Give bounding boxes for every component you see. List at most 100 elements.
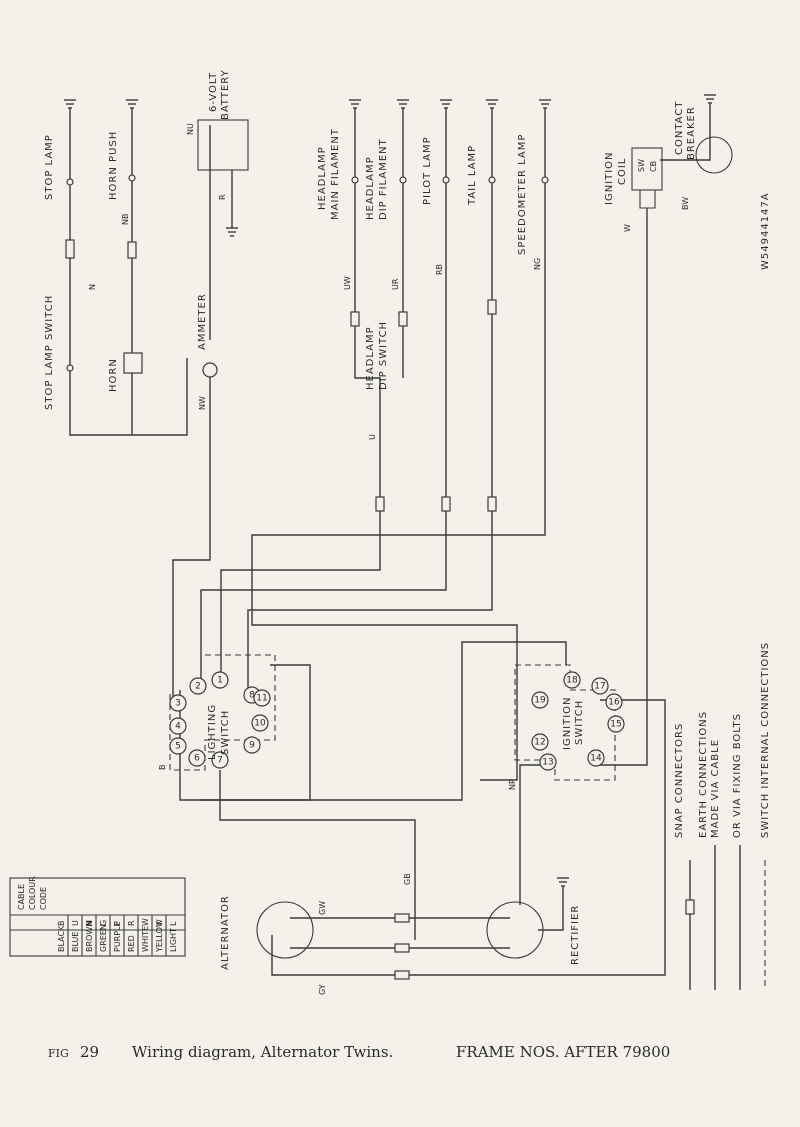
svg-text:15: 15 <box>610 720 621 730</box>
wire-label-nw: NW <box>198 396 207 410</box>
svg-text:17: 17 <box>594 682 605 692</box>
svg-text:6: 6 <box>194 754 200 764</box>
lighting-terminal-7: 7 <box>211 751 229 769</box>
battery-circuit <box>172 119 249 700</box>
svg-text:14: 14 <box>590 754 602 764</box>
wire-label-bw: BW <box>681 197 690 210</box>
label-horn-push: HORN PUSH <box>108 131 119 200</box>
label-lighting-switch-2: SWITCH <box>220 710 231 755</box>
wire-label-gy: GY <box>318 984 327 995</box>
legend-snap-connectors: SNAP CONNECTORS <box>674 723 685 838</box>
label-coil-sw: SW <box>637 159 646 172</box>
cable-colour-code-table <box>9 877 186 957</box>
svg-text:13: 13 <box>542 758 553 768</box>
headlamp-circuit <box>220 108 408 680</box>
wire-label-np: NP <box>508 779 517 790</box>
caption-fig-label: FIG <box>48 1047 69 1060</box>
label-rectifier: RECTIFIER <box>570 905 581 965</box>
pilot-lamp-circuit <box>200 108 451 680</box>
label-contact-breaker-2: BREAKER <box>686 106 697 160</box>
alternator-rectifier <box>256 886 564 980</box>
label-headlamp-dip-2: DIP FILAMENT <box>378 138 389 220</box>
wire-label-nu: NU <box>186 123 195 135</box>
label-headlamp-main-1: HEADLAMP <box>317 146 328 210</box>
legend-symbols <box>685 845 766 990</box>
label-ignition-coil-1: IGNITION <box>604 151 615 205</box>
lighting-terminal-9: 9 <box>243 736 261 754</box>
colour-code-letter-U: U <box>71 920 80 926</box>
lighting-terminal-2: 2 <box>189 677 207 695</box>
svg-text:5: 5 <box>175 742 181 752</box>
label-ignition-switch-2: SWITCH <box>574 700 585 745</box>
ignition-terminal-19: 19 <box>531 691 549 709</box>
colour-code-letter-N: N <box>85 920 94 926</box>
label-dip-switch-1: HEADLAMP <box>365 326 376 390</box>
legend-text: SNAP CONNECTORS EARTH CONNECTIONS MADE V… <box>674 642 771 838</box>
component-labels: STOP LAMP HORN PUSH 6-VOLT BATTERY HEADL… <box>44 69 771 970</box>
svg-text:19: 19 <box>534 696 546 706</box>
speedometer-lamp-circuit <box>251 108 549 781</box>
label-headlamp-dip-1: HEADLAMP <box>365 156 376 220</box>
svg-text:10: 10 <box>254 719 266 729</box>
wire-label-nb: NB <box>121 214 130 225</box>
legend-earth-connections-1: EARTH CONNECTIONS <box>698 711 709 838</box>
colour-code-title-2: CODE <box>39 887 48 910</box>
svg-text:1: 1 <box>217 676 223 686</box>
svg-text:11: 11 <box>256 694 267 704</box>
label-dip-switch-2: DIP SWITCH <box>378 321 389 390</box>
lighting-terminal-10: 10 <box>251 714 269 732</box>
wire-label-gb: GB <box>403 873 412 885</box>
label-battery-2: BATTERY <box>220 69 231 120</box>
colour-code-letter-W: W <box>141 918 150 926</box>
lighting-terminal-5: 5 <box>169 737 187 755</box>
figure-caption: FIG 29 Wiring diagram, Alternator Twins.… <box>48 1043 670 1061</box>
colour-code-name-R: RED <box>127 935 136 952</box>
colour-code-letter-G: G <box>99 920 108 926</box>
lighting-terminal-11: 11 <box>253 689 271 707</box>
svg-text:18: 18 <box>566 676 578 686</box>
wire-label-ur: UR <box>391 278 400 290</box>
label-stop-lamp-switch: STOP LAMP SWITCH <box>44 295 55 410</box>
svg-text:9: 9 <box>249 741 255 751</box>
legend-switch-internal: SWITCH INTERNAL CONNECTIONS <box>760 642 771 838</box>
legend-earth-connections-2: MADE VIA CABLE <box>710 739 721 838</box>
label-ammeter: AMMETER <box>197 293 208 350</box>
caption-fig-number: 29 <box>80 1043 99 1061</box>
colour-code-letter-B: B <box>57 921 66 927</box>
stop-lamp-circuit <box>65 108 188 436</box>
lighting-terminal-1: 1 <box>211 671 229 689</box>
colour-code-name-L: LIGHT <box>169 928 178 952</box>
wire-label-n: N <box>88 284 97 290</box>
caption-title: Wiring diagram, Alternator Twins. <box>132 1043 393 1061</box>
svg-text:7: 7 <box>217 756 223 766</box>
svg-text:2: 2 <box>195 682 201 692</box>
colour-code-name-G: GREEN <box>99 924 108 952</box>
label-ignition-switch-1: IGNITION <box>562 696 573 750</box>
ignition-terminal-17: 17 <box>591 677 609 695</box>
label-alternator: ALTERNATOR <box>220 895 231 970</box>
wire-label-uw: UW <box>343 276 352 290</box>
colour-code-letter-P: P <box>113 921 122 926</box>
svg-text:16: 16 <box>608 698 620 708</box>
label-coil-cb: CB <box>649 161 658 172</box>
wire-label-r: R <box>218 194 227 200</box>
lighting-terminal-4: 4 <box>169 717 187 735</box>
label-speedometer-lamp: SPEEDOMETER LAMP <box>517 134 528 255</box>
ignition-terminal-13: 13 <box>539 753 557 771</box>
label-pilot-lamp: PILOT LAMP <box>422 136 433 205</box>
colour-code-name-B: BLACK <box>57 925 66 952</box>
colour-code-name-U: BLUE <box>71 932 80 952</box>
label-stop-lamp: STOP LAMP <box>44 134 55 200</box>
svg-text:3: 3 <box>175 699 181 709</box>
wire-label-ng: NG <box>533 258 542 270</box>
colour-code-letter-L: L <box>169 921 178 926</box>
wire-label-w: W <box>623 224 632 232</box>
svg-text:8: 8 <box>249 691 255 701</box>
lighting-terminal-6: 6 <box>188 749 206 767</box>
colour-code-name-P: PURPLE <box>113 921 122 952</box>
ignition-terminal-12: 12 <box>531 733 549 751</box>
label-horn: HORN <box>108 358 119 392</box>
